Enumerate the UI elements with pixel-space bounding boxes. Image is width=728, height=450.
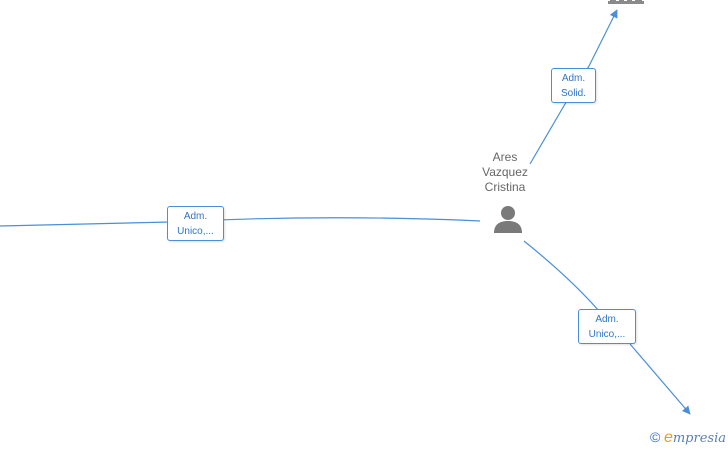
top-node-icon[interactable] [606, 0, 646, 11]
person-name[interactable]: Ares Vazquez Cristina [468, 150, 542, 195]
brand-initial: e [663, 429, 673, 446]
empresia-watermark: © empresia [650, 429, 726, 447]
person-icon[interactable] [491, 204, 525, 239]
edge-bottom [523, 240, 690, 414]
edge-label-top-line-2: Solid. [560, 88, 586, 99]
person-silhouette [494, 206, 522, 233]
building-icon [608, 0, 644, 4]
edge-label-bottom-line-2: Unico,... [588, 329, 626, 340]
person-name-line-2: Vazquez [482, 165, 528, 179]
person-name-line-1: Ares [492, 150, 518, 164]
edge-label-top-line-1: Adm. [561, 73, 586, 84]
edge-label-left[interactable]: Adm. Unico,... [167, 206, 224, 241]
edge-label-left-line-1: Adm. [183, 211, 208, 222]
copyright-symbol: © [650, 429, 661, 445]
person-name-line-3: Cristina [484, 180, 526, 194]
brand-name: mpresia [672, 431, 726, 446]
edge-left [0, 217, 481, 227]
edge-top [529, 10, 617, 165]
edge-label-left-line-2: Unico,... [177, 226, 214, 237]
edge-label-top[interactable]: Adm. Solid. [551, 68, 596, 103]
edge-label-bottom[interactable]: Adm. Unico,... [578, 309, 636, 344]
edge-label-bottom-line-1: Adm. [595, 314, 619, 325]
